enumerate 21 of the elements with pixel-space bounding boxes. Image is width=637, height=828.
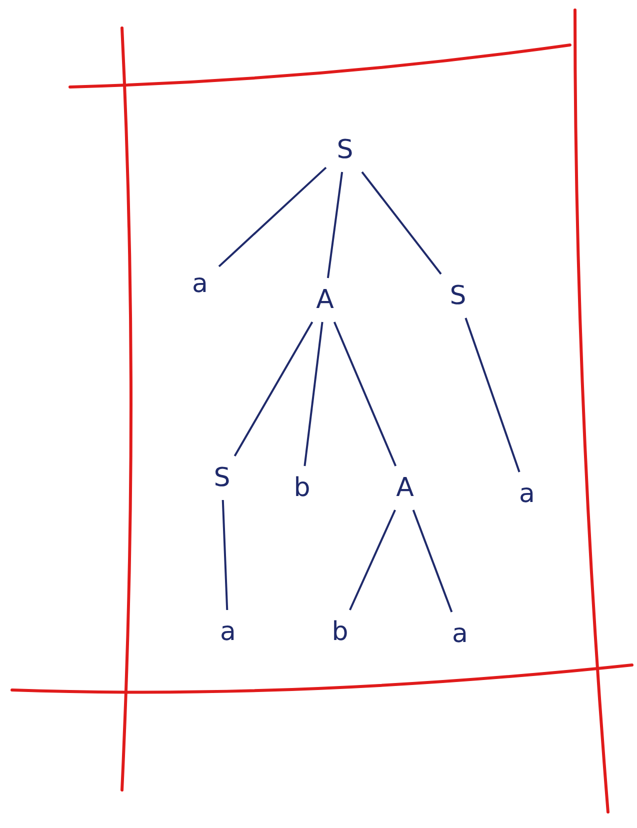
symbol-label: A	[316, 287, 334, 313]
symbol-label: a	[220, 619, 236, 645]
tree-branch	[349, 510, 396, 610]
symbol-label: b	[332, 619, 348, 645]
tree-branch	[464, 318, 520, 472]
tree-branch	[218, 166, 327, 268]
symbol-label: A	[396, 475, 414, 501]
symbol-label: b	[294, 475, 310, 501]
symbol-label: a	[192, 271, 208, 297]
symbol-label: S	[336, 137, 354, 163]
tree-branch	[326, 172, 344, 278]
symbol-label: a	[452, 621, 468, 647]
tree-branch	[412, 510, 453, 612]
tree-branch	[222, 500, 228, 610]
symbol-label: S	[214, 465, 230, 491]
tree-branch	[304, 322, 324, 466]
tree-branch	[333, 322, 397, 466]
symbol-label: S	[450, 283, 466, 309]
symbol-label: a	[519, 481, 535, 507]
tree-branch	[234, 322, 314, 456]
tree-branch	[361, 171, 442, 275]
